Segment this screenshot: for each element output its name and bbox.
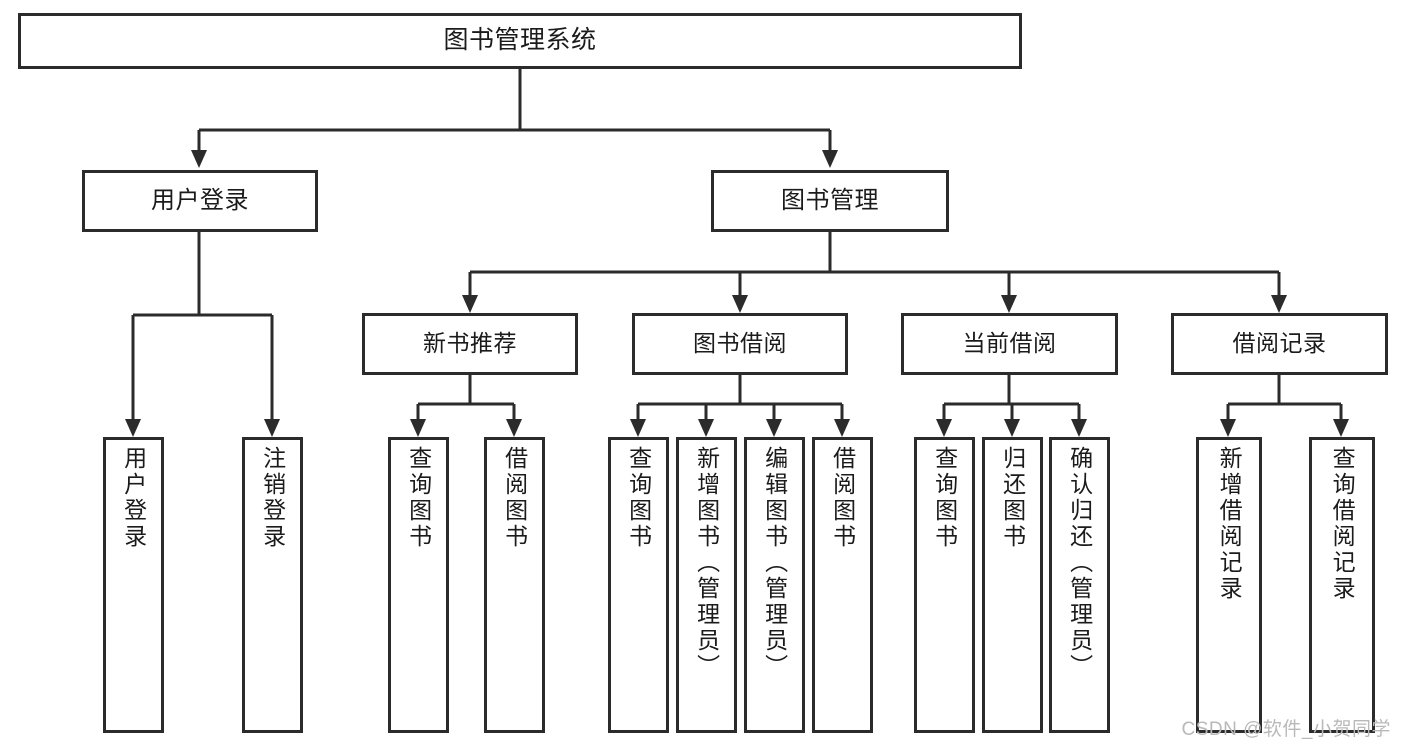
leaf-borrow-book-2[interactable]: 借阅图书: [812, 437, 873, 733]
leaf-return-book-label: 归还图书: [999, 446, 1026, 550]
leaf-edit-book-label: 编辑图书（管理员）: [761, 446, 788, 680]
node-user-login[interactable]: 用户登录: [82, 170, 318, 232]
leaf-add-book[interactable]: 新增图书（管理员）: [676, 437, 737, 733]
leaf-user-login[interactable]: 用户登录: [103, 437, 164, 733]
node-current-borrow-label: 当前借阅: [962, 330, 1057, 357]
node-root-label: 图书管理系统: [443, 26, 597, 55]
node-new-book-recommend[interactable]: 新书推荐: [362, 313, 578, 375]
node-new-book-recommend-label: 新书推荐: [423, 330, 517, 357]
leaf-add-book-label: 新增图书（管理员）: [693, 446, 720, 680]
leaf-confirm-return-label: 确认归还（管理员）: [1066, 446, 1093, 680]
leaf-query-book-3[interactable]: 查询图书: [914, 437, 975, 733]
leaf-query-book-1-label: 查询图书: [405, 446, 432, 550]
leaf-add-record-label: 新增借阅记录: [1216, 446, 1243, 602]
leaf-logout[interactable]: 注销登录: [242, 437, 303, 733]
leaf-borrow-book-1-label: 借阅图书: [501, 446, 528, 550]
leaf-return-book[interactable]: 归还图书: [982, 437, 1043, 733]
leaf-user-login-label: 用户登录: [120, 446, 147, 550]
leaf-borrow-book-1[interactable]: 借阅图书: [484, 437, 545, 733]
node-book-manage[interactable]: 图书管理: [711, 170, 949, 232]
node-borrow-record-label: 借阅记录: [1232, 330, 1327, 357]
leaf-query-book-1[interactable]: 查询图书: [388, 437, 449, 733]
leaf-query-book-2[interactable]: 查询图书: [608, 437, 669, 733]
node-current-borrow[interactable]: 当前借阅: [901, 313, 1118, 375]
node-user-login-label: 用户登录: [151, 186, 249, 214]
node-borrow-record[interactable]: 借阅记录: [1171, 313, 1388, 375]
leaf-query-record[interactable]: 查询借阅记录: [1309, 437, 1375, 733]
watermark-text: CSDN @软件_小贺同学: [1181, 719, 1391, 740]
leaf-edit-book[interactable]: 编辑图书（管理员）: [744, 437, 805, 733]
leaf-query-book-3-label: 查询图书: [931, 446, 958, 550]
node-book-borrow[interactable]: 图书借阅: [632, 313, 848, 375]
leaf-confirm-return[interactable]: 确认归还（管理员）: [1049, 437, 1110, 733]
leaf-add-record[interactable]: 新增借阅记录: [1196, 437, 1262, 733]
leaf-query-book-2-label: 查询图书: [625, 446, 652, 550]
node-book-borrow-label: 图书借阅: [693, 330, 787, 357]
leaf-query-record-label: 查询借阅记录: [1329, 446, 1356, 602]
node-book-manage-label: 图书管理: [781, 186, 879, 214]
leaf-logout-label: 注销登录: [259, 446, 286, 550]
node-root[interactable]: 图书管理系统: [18, 13, 1022, 69]
leaf-borrow-book-2-label: 借阅图书: [829, 446, 856, 550]
